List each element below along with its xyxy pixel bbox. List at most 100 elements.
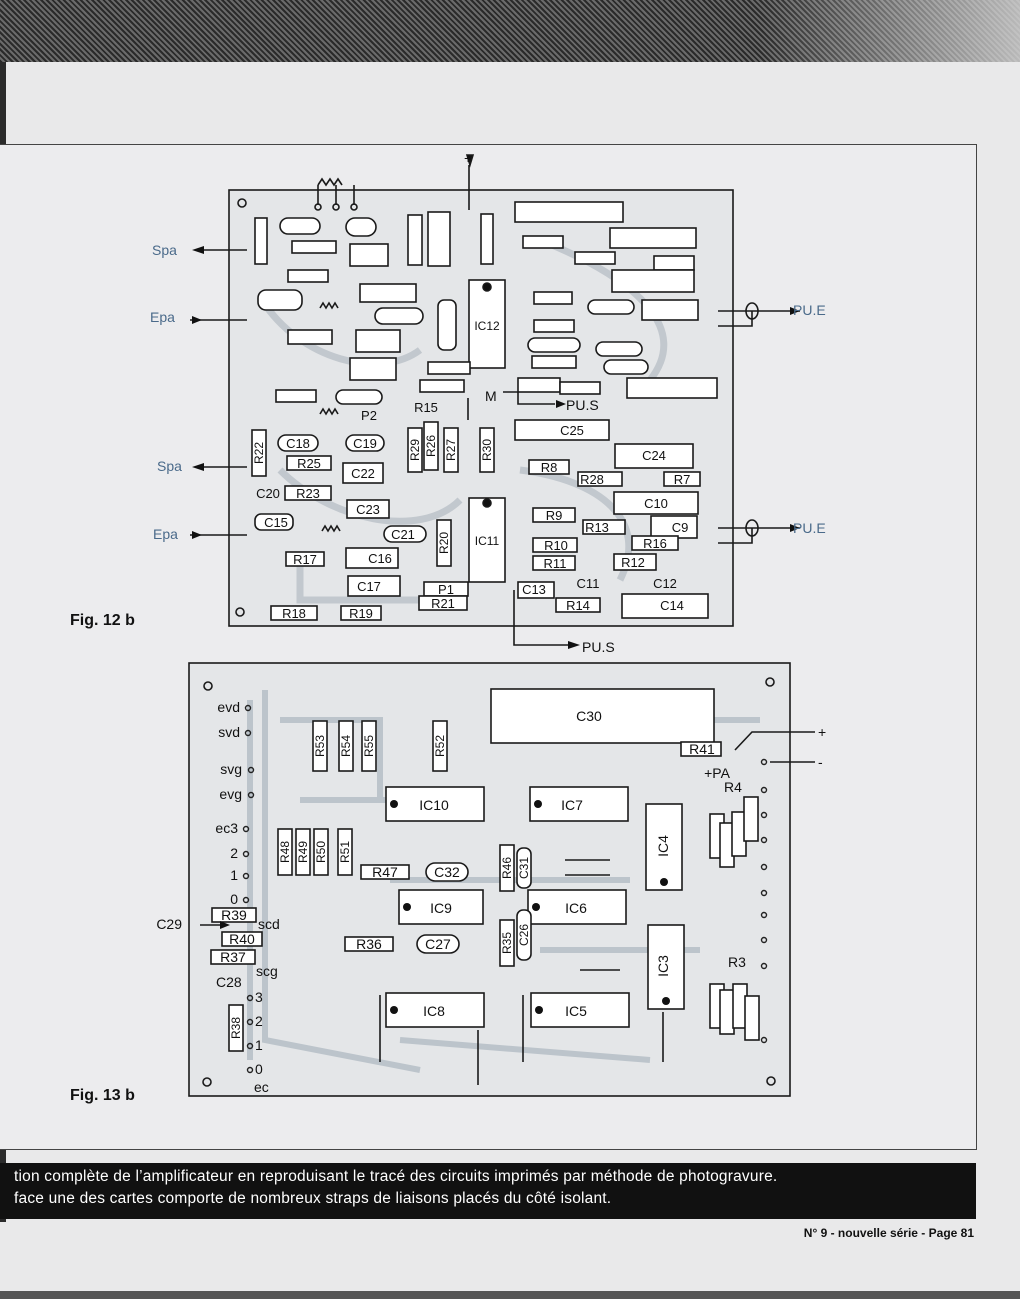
- spa-port-label-top: Spa: [152, 242, 177, 258]
- scd-label: scd: [258, 916, 280, 932]
- r26-label: R27: [444, 439, 458, 461]
- r21-label: P1: [438, 582, 454, 597]
- r4-label: R4: [724, 779, 742, 795]
- r49-label: R49: [296, 841, 310, 863]
- pad-evg-label: evg: [219, 786, 242, 802]
- ic6-label: IC6: [565, 900, 587, 916]
- c26-label: C26: [517, 924, 531, 946]
- r13-label: R10: [544, 538, 568, 553]
- r41-label: R41: [689, 741, 715, 757]
- r19-label: R20: [437, 532, 451, 554]
- r30-label: R30: [480, 439, 494, 461]
- ic8-label: IC8: [423, 1003, 445, 1019]
- supply-minus-label: -: [818, 754, 823, 770]
- r48-label: R48: [278, 841, 292, 863]
- r15-label: R8: [541, 460, 558, 475]
- r35-label: R35: [500, 932, 514, 954]
- pad-ec-label: ec: [254, 1079, 269, 1095]
- page-footer: N° 9 - nouvelle série - Page 81: [803, 1226, 974, 1240]
- r28-label: R7: [674, 472, 691, 487]
- r20-label: R21: [431, 596, 455, 611]
- ic10-label: IC10: [419, 797, 449, 813]
- pue-port-label-bottom: PU.E: [793, 520, 826, 536]
- fig13b-label: Fig. 13 b: [70, 1087, 135, 1104]
- c24-label: C24: [642, 448, 666, 463]
- caption-line-1: tion complète de l’amplificateur en repr…: [14, 1168, 778, 1185]
- fig12b-label: Fig. 12 b: [70, 612, 135, 629]
- r8-label: R28: [580, 472, 604, 487]
- spa-port-label-bottom: Spa: [157, 458, 182, 474]
- pad-svd-label: svd: [218, 724, 240, 740]
- pad-0-label: 0: [230, 891, 238, 907]
- fig12b-pcb-diagram: IC12 IC11 C18 C19 R25 C22 C20 R23 C23 C1…: [150, 150, 826, 655]
- ic4-label: IC4: [655, 835, 671, 857]
- c30-label: C30: [576, 708, 602, 724]
- caption-bar: tion complète de l’amplificateur en repr…: [0, 1163, 976, 1219]
- c28-label: C28: [216, 974, 242, 990]
- r7-label: R9: [546, 508, 563, 523]
- r10-label: R11: [544, 556, 567, 571]
- pue-port-label-top: PU.E: [793, 302, 826, 318]
- supply-plus-label: +: [818, 724, 826, 740]
- r22-label: R22: [252, 442, 266, 464]
- r54-label: R54: [339, 735, 353, 757]
- r47-label: R47: [372, 864, 398, 880]
- pad-evd-label: evd: [217, 699, 240, 715]
- r39-label: R39: [221, 907, 247, 923]
- epa-port-label-top: Epa: [150, 309, 175, 325]
- pad-b2-label: 2: [255, 1013, 263, 1029]
- r11-label: R12: [621, 555, 645, 570]
- c21-label: C21: [391, 527, 415, 542]
- c27-label: C27: [425, 936, 451, 952]
- c20-label: C20: [256, 486, 280, 501]
- c29-label: C29: [156, 916, 182, 932]
- c10-label: C10: [644, 496, 668, 511]
- r46-label: R46: [500, 857, 514, 879]
- r9-label: R13: [585, 520, 609, 535]
- pad-b1-label: 1: [255, 1037, 263, 1053]
- c23-label: C23: [356, 502, 380, 517]
- r18-label: R19: [349, 606, 373, 621]
- r53-label: R53: [313, 735, 327, 757]
- c19-label: C19: [353, 436, 377, 451]
- plus-supply-label: +: [464, 150, 472, 166]
- c13-label: C13: [522, 582, 546, 597]
- halftone-header-band: [0, 0, 1020, 62]
- pad-2-label: 2: [230, 845, 238, 861]
- r16-label: R17: [293, 552, 317, 567]
- c18-label: C18: [286, 436, 310, 451]
- scg-label: scg: [256, 963, 278, 979]
- ic12-label: IC12: [474, 319, 500, 333]
- c31-label: C31: [517, 857, 531, 879]
- ic11-label: IC11: [475, 534, 500, 548]
- r17-label: R18: [282, 606, 306, 621]
- r14-label: R14: [566, 598, 590, 613]
- c11-label: C11: [577, 576, 600, 591]
- r36-label: R36: [356, 936, 382, 952]
- c12-label: C12: [653, 576, 677, 591]
- c32-label: C32: [434, 864, 460, 880]
- pad-ec3-label: ec3: [215, 820, 238, 836]
- c25-label: C25: [560, 423, 584, 438]
- c15-label: C15: [264, 515, 288, 530]
- ic3-label: IC3: [655, 955, 671, 977]
- r51-label: R51: [338, 841, 352, 863]
- pus-port-label-bottom: PU.S: [582, 639, 615, 655]
- r50-label: R50: [314, 841, 328, 863]
- fig13b-pcb-diagram: IC10 IC7 IC9 IC6 IC8 IC5 IC4 IC3 C30 R47…: [156, 662, 826, 1097]
- r25-label: R23: [296, 486, 320, 501]
- p1-label: P2: [361, 408, 377, 423]
- pad-b3-label: 3: [255, 989, 263, 1005]
- scan-bottom-edge: [0, 1291, 1020, 1299]
- r27-label: R15: [414, 400, 438, 415]
- plus-pa-label: +PA: [704, 765, 730, 781]
- pad-1-label: 1: [230, 867, 238, 883]
- pad-svg-label: svg: [220, 761, 242, 777]
- m-ground-label: M: [485, 388, 497, 404]
- c17-label: C17: [357, 579, 381, 594]
- r12-label: R16: [643, 536, 667, 551]
- r23-label: R29: [408, 439, 422, 461]
- c14-label: C14: [660, 598, 684, 613]
- ic9-label: IC9: [430, 900, 452, 916]
- ic5-label: IC5: [565, 1003, 587, 1019]
